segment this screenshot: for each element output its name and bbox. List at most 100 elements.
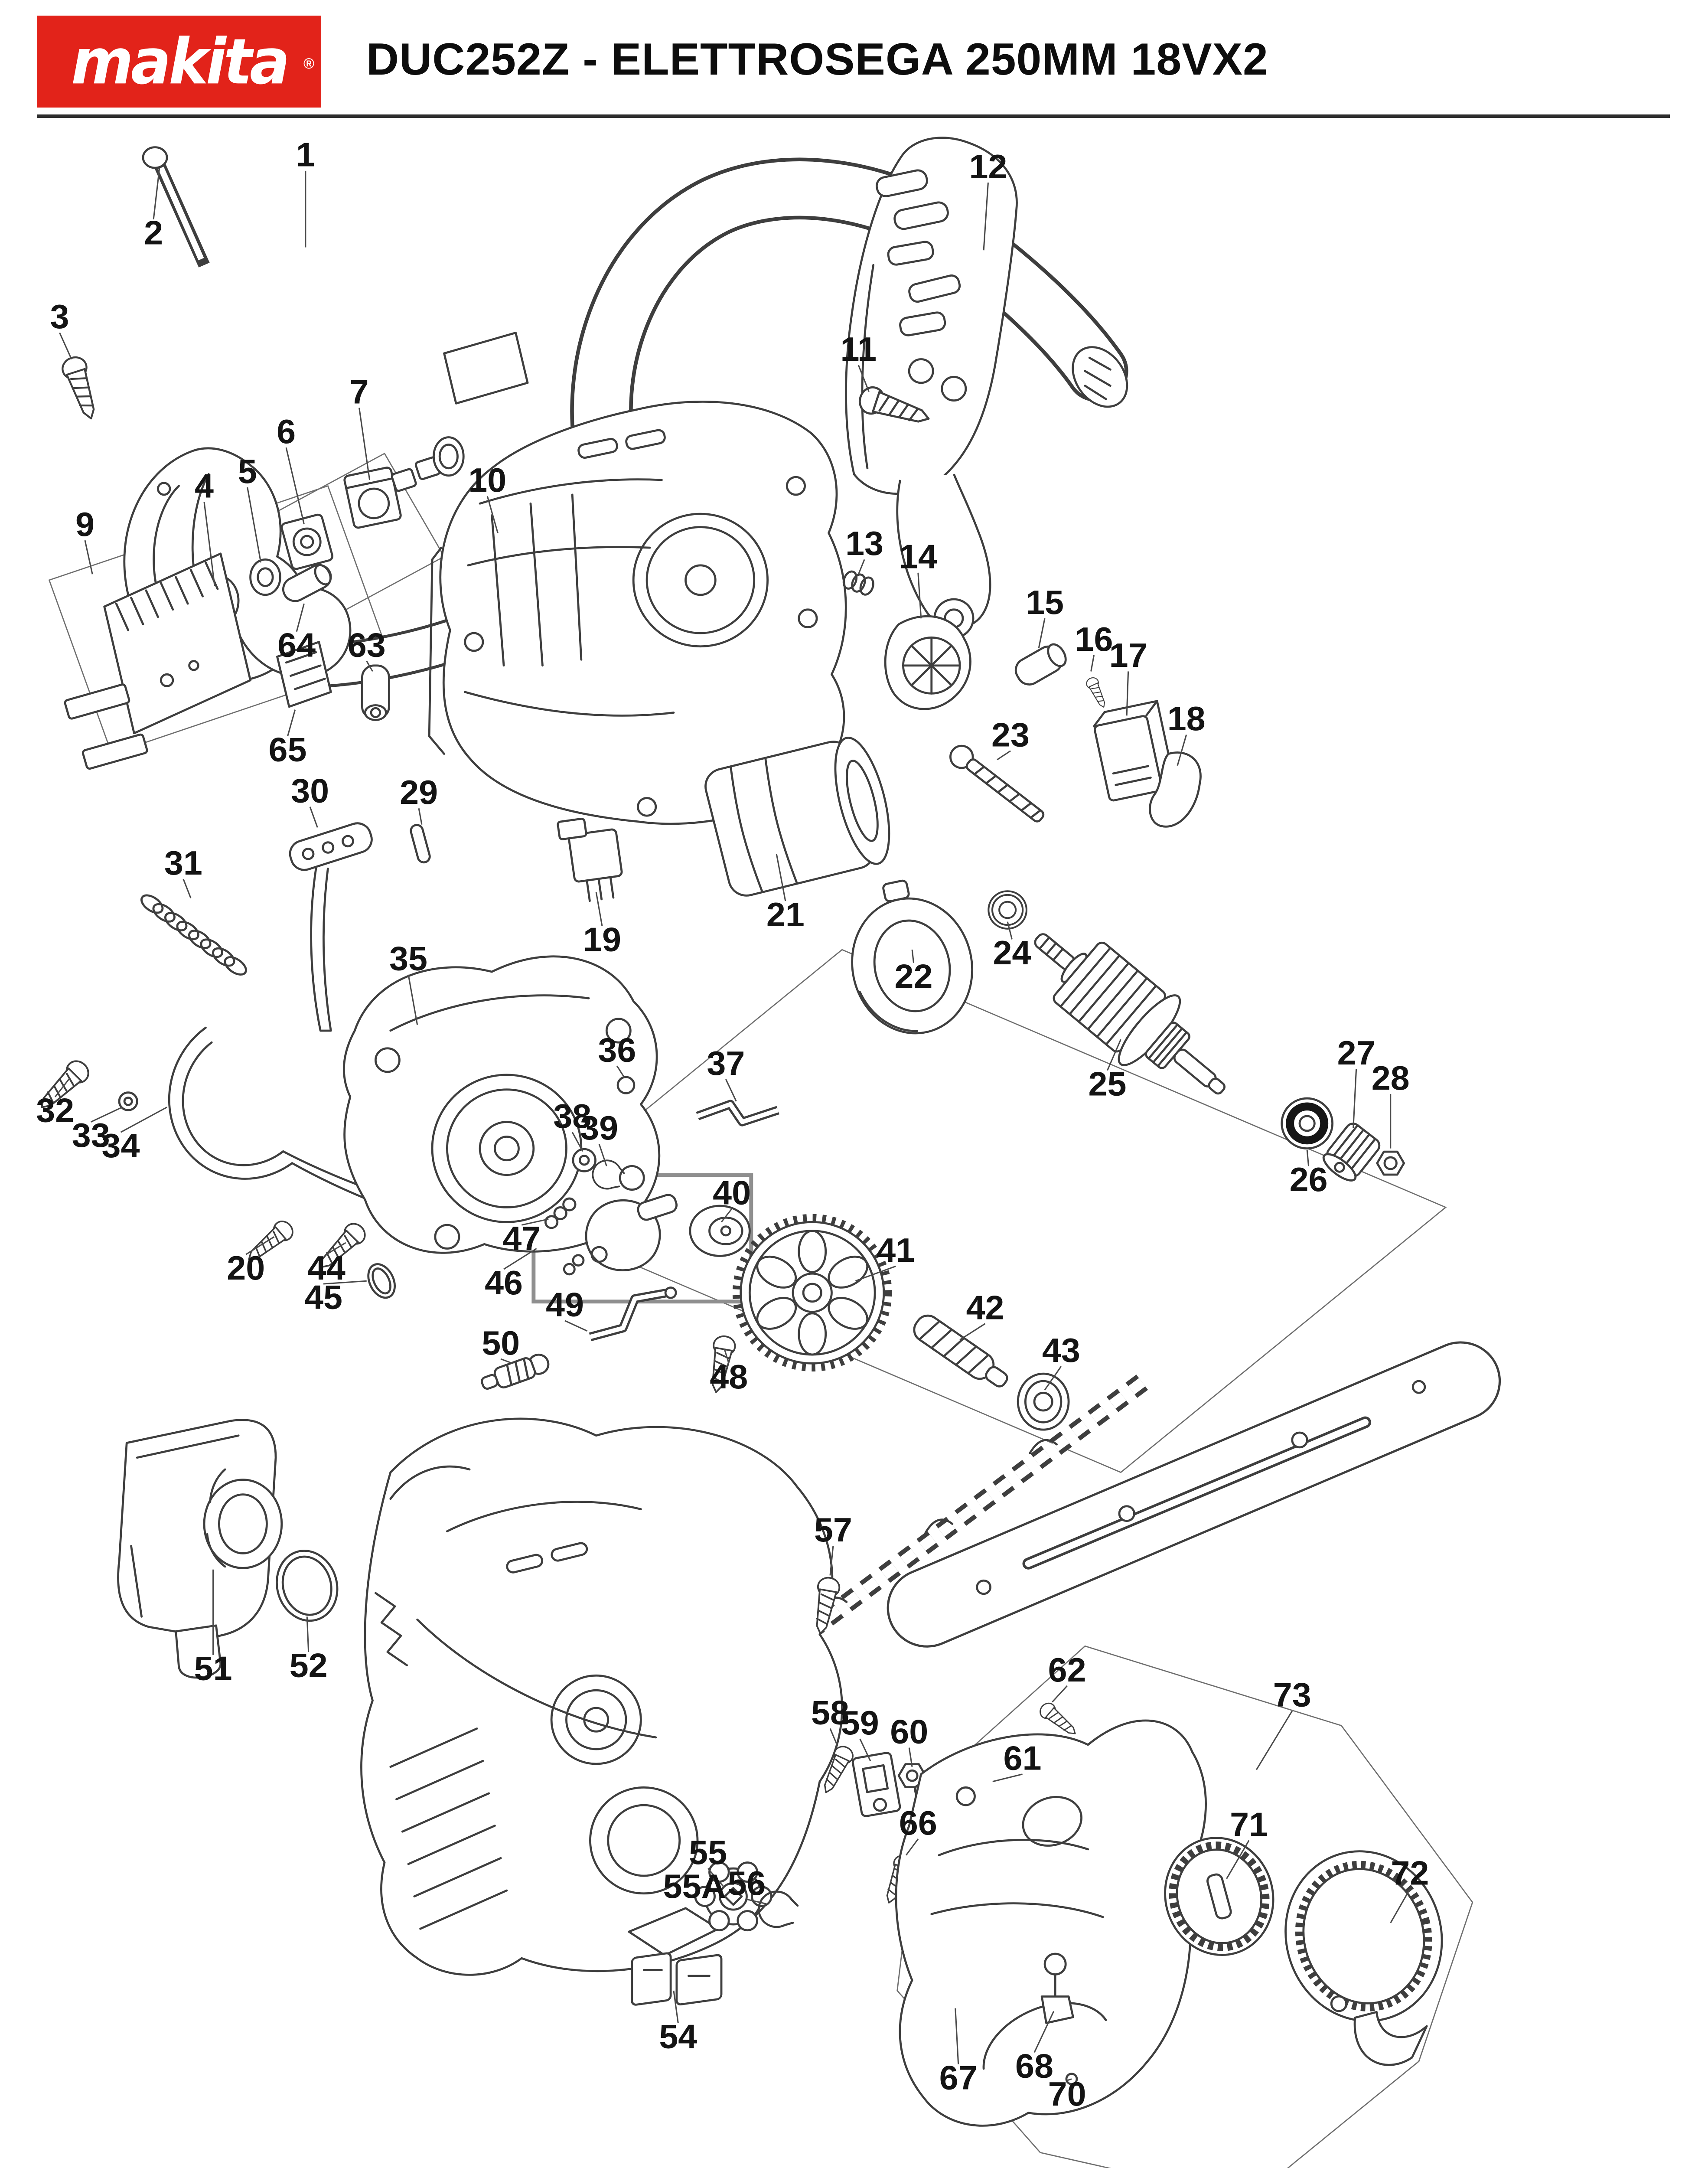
part-callout-56: 56 xyxy=(727,1864,766,1902)
leader-line-15 xyxy=(1038,618,1046,648)
leader-line-25 xyxy=(1107,1039,1121,1071)
part-callout-50: 50 xyxy=(482,1324,520,1362)
part-callout-40: 40 xyxy=(713,1174,751,1211)
leader-line-17 xyxy=(1126,671,1129,716)
leader-line-23 xyxy=(997,750,1011,761)
part-callout-36: 36 xyxy=(598,1031,636,1069)
part-callout-16: 16 xyxy=(1075,620,1113,658)
header-divider xyxy=(37,114,1670,118)
part-callout-66: 66 xyxy=(899,1804,937,1841)
part-callout-21: 21 xyxy=(766,895,805,933)
leader-line-20 xyxy=(245,1236,275,1255)
leader-line-39 xyxy=(598,1143,607,1166)
hand-guard xyxy=(842,137,1018,710)
part-callout-18: 18 xyxy=(1167,700,1206,738)
part-callout-5: 5 xyxy=(238,452,257,490)
leader-line-47 xyxy=(521,1218,549,1226)
leader-line-5 xyxy=(247,487,262,563)
leader-line-45 xyxy=(323,1280,367,1285)
part-callout-44: 44 xyxy=(307,1249,346,1286)
leader-line-30 xyxy=(309,806,318,828)
leader-line-72 xyxy=(1390,1888,1411,1923)
leader-line-36 xyxy=(616,1065,625,1078)
part-callout-65: 65 xyxy=(269,731,307,768)
switch-block xyxy=(557,817,623,902)
leader-line-64 xyxy=(296,603,305,632)
part-callout-51: 51 xyxy=(194,1649,232,1687)
part-callout-63: 63 xyxy=(348,626,386,664)
part-callout-37: 37 xyxy=(707,1044,745,1082)
gear-housing xyxy=(241,955,779,1299)
part-callout-57: 57 xyxy=(814,1511,852,1549)
makita-logo: makita ® xyxy=(37,16,321,108)
leader-line-42 xyxy=(959,1323,986,1341)
part-callout-15: 15 xyxy=(1026,583,1064,621)
part-callout-73: 73 xyxy=(1273,1676,1311,1714)
oil-tank xyxy=(117,1419,339,1679)
page-title: DUC252Z - ELETTROSEGA 250MM 18VX2 xyxy=(366,34,1268,85)
leader-line-48 xyxy=(724,1348,730,1364)
guide-bar xyxy=(887,1341,1501,1648)
leader-line-58 xyxy=(829,1728,838,1747)
part-callout-9: 9 xyxy=(75,505,95,543)
part-callout-26: 26 xyxy=(1290,1161,1328,1198)
part-callout-11: 11 xyxy=(841,330,877,368)
part-callout-68: 68 xyxy=(1015,2047,1053,2085)
part-callout-14: 14 xyxy=(899,538,937,575)
leader-line-46 xyxy=(503,1248,537,1270)
part-callout-43: 43 xyxy=(1042,1331,1080,1369)
leader-line-73 xyxy=(1255,1710,1293,1770)
leader-line-56 xyxy=(746,1898,766,1905)
leader-line-70 xyxy=(1067,2078,1072,2081)
leader-line-2 xyxy=(153,167,160,220)
leader-line-6 xyxy=(285,447,305,525)
leader-line-68 xyxy=(1033,2011,1055,2053)
part-callout-62: 62 xyxy=(1048,1651,1086,1688)
part-callout-59: 59 xyxy=(841,1704,879,1742)
part-callout-24: 24 xyxy=(993,934,1031,972)
leader-line-50 xyxy=(500,1358,513,1364)
part-callout-17: 17 xyxy=(1109,637,1147,674)
leader-line-18 xyxy=(1177,735,1187,766)
leader-line-31 xyxy=(183,878,192,898)
brand-name: makita xyxy=(71,25,290,98)
part-callout-54: 54 xyxy=(659,2018,697,2055)
part-callout-31: 31 xyxy=(164,844,202,882)
leader-line-24 xyxy=(1007,921,1013,940)
leader-line-44 xyxy=(326,1242,346,1255)
part-callout-61: 61 xyxy=(1004,1739,1042,1777)
motor-housing xyxy=(428,332,847,825)
part-callout-47: 47 xyxy=(502,1219,541,1257)
leader-line-71 xyxy=(1226,1840,1250,1879)
leader-line-40 xyxy=(720,1208,733,1223)
part-callout-23: 23 xyxy=(991,716,1030,754)
leader-line-54 xyxy=(673,1990,679,2023)
leader-line-29 xyxy=(418,808,423,825)
leader-line-66 xyxy=(906,1838,919,1856)
leader-line-9 xyxy=(84,540,93,575)
leader-line-13 xyxy=(857,559,865,575)
leader-line-37 xyxy=(725,1079,737,1102)
part-callout-12: 12 xyxy=(969,147,1007,185)
part-callout-55A: 55A xyxy=(663,1867,726,1905)
leader-line-22 xyxy=(911,950,915,963)
leader-line-43 xyxy=(1044,1366,1062,1391)
part-callout-72: 72 xyxy=(1391,1854,1429,1892)
leader-line-59 xyxy=(859,1738,871,1761)
lock-off-parts xyxy=(949,643,1202,828)
part-callout-32: 32 xyxy=(36,1091,74,1129)
leader-line-16 xyxy=(1090,655,1095,672)
part-callout-30: 30 xyxy=(291,772,329,810)
leader-line-27 xyxy=(1353,1069,1357,1128)
handle-screws xyxy=(60,146,210,422)
part-callout-10: 10 xyxy=(468,461,506,499)
leader-line-60 xyxy=(908,1747,913,1767)
leader-line-55 xyxy=(707,1868,725,1888)
part-callout-58: 58 xyxy=(811,1694,849,1731)
grommet-parts xyxy=(276,564,390,721)
part-callout-4: 4 xyxy=(195,467,214,505)
leader-line-35 xyxy=(407,974,418,1025)
part-callout-39: 39 xyxy=(580,1109,618,1147)
